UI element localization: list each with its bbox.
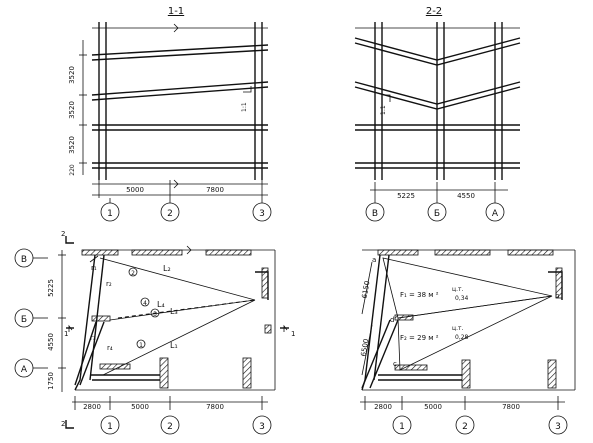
row-bubble-v: В xyxy=(21,255,27,265)
dim-3520-bot: 3520 xyxy=(68,136,76,154)
col2-bubble-3: 3 xyxy=(555,422,561,432)
dim-p1-4550: 4550 xyxy=(47,333,55,351)
centroid-1-value: 0,34 xyxy=(455,295,469,302)
dim-p1-7800: 7800 xyxy=(206,403,224,411)
label-r1: r₁ xyxy=(91,264,97,272)
cut-mark-1-left: 1 xyxy=(64,330,68,338)
section-1-1-title: 1-1 xyxy=(168,6,184,17)
section-1-1: 1-1 1:1 3520 3520 3520 220 xyxy=(68,6,272,222)
dim-p1-1750: 1750 xyxy=(47,372,55,390)
cut-mark-2-bottom: 2 xyxy=(61,420,65,428)
col-bubble-1: 1 xyxy=(107,422,113,432)
label-L3: L₃ xyxy=(170,307,178,316)
centroid-2-label: ц.т. xyxy=(452,325,463,332)
point-d: d xyxy=(390,316,394,324)
section-2-2-title: 2-2 xyxy=(426,6,442,17)
cut-mark-1-right: 1 xyxy=(291,330,295,338)
point-b: b xyxy=(555,292,560,300)
dim-p1-5225: 5225 xyxy=(47,279,55,297)
col-bubble-2: 2 xyxy=(167,422,173,432)
dim-5225: 5225 xyxy=(397,192,415,200)
label-r3: r₃ xyxy=(90,334,96,342)
axis-bubble-a: А xyxy=(492,209,499,219)
area-F2: F₂ = 29 м ² xyxy=(400,334,439,342)
dim-p2-5000: 5000 xyxy=(424,403,442,411)
section-1-1-slope: 1:1 xyxy=(241,102,248,112)
dim-p1-5000: 5000 xyxy=(131,403,149,411)
axis-bubble-v: В xyxy=(372,209,378,219)
dim-3520-mid: 3520 xyxy=(68,101,76,119)
dim-p2-6150: 6150 xyxy=(361,280,372,299)
dim-3520-top: 3520 xyxy=(68,66,76,84)
dim-p2-2800: 2800 xyxy=(374,403,392,411)
label-L4: L₄ xyxy=(157,300,165,309)
label-r2: r₂ xyxy=(106,280,112,288)
point-c: c xyxy=(393,360,397,368)
centroid-2-value: 0,28 xyxy=(455,334,469,341)
node-4: 4 xyxy=(143,300,147,307)
axis-bubble-3: 3 xyxy=(259,209,265,219)
section-2-2-slope: 1:1 xyxy=(380,105,387,115)
dim-p2-6500: 6500 xyxy=(360,338,371,357)
axis-bubble-2: 2 xyxy=(167,209,173,219)
point-a: a xyxy=(372,256,376,264)
node-3: 3 xyxy=(153,311,157,318)
cut-mark-2-top: 2 xyxy=(61,230,65,238)
col2-bubble-2: 2 xyxy=(462,422,468,432)
centroid-1-label: ц.т. xyxy=(452,286,463,293)
row-bubble-b: Б xyxy=(21,315,27,325)
node-2: 2 xyxy=(131,270,135,277)
axis-bubble-1: 1 xyxy=(107,209,113,219)
col2-bubble-1: 1 xyxy=(399,422,405,432)
row-bubble-a: А xyxy=(21,365,28,375)
plan-left: 2 2 r₁ r₂ r₃ xyxy=(14,230,295,435)
dim-7800: 7800 xyxy=(206,186,224,194)
section-2-2: 2-2 1:1 5225 4550 В Б xyxy=(354,6,521,222)
label-L1: L₁ xyxy=(170,341,178,350)
axis-bubble-b: Б xyxy=(434,209,440,219)
dim-220: 220 xyxy=(69,164,76,176)
dim-5000: 5000 xyxy=(126,186,144,194)
area-F1: F₁ = 38 м ² xyxy=(400,291,439,299)
dim-p1-2800: 2800 xyxy=(83,403,101,411)
node-1: 1 xyxy=(139,342,143,349)
plan-right: a b c d F₁ = 38 м ² ц.т. 0,34 F₂ = 29 м … xyxy=(360,249,576,435)
dim-p2-7800: 7800 xyxy=(502,403,520,411)
dim-4550: 4550 xyxy=(457,192,475,200)
label-r4: r₄ xyxy=(107,344,113,352)
label-L2: L₂ xyxy=(163,264,171,273)
col-bubble-3: 3 xyxy=(259,422,265,432)
